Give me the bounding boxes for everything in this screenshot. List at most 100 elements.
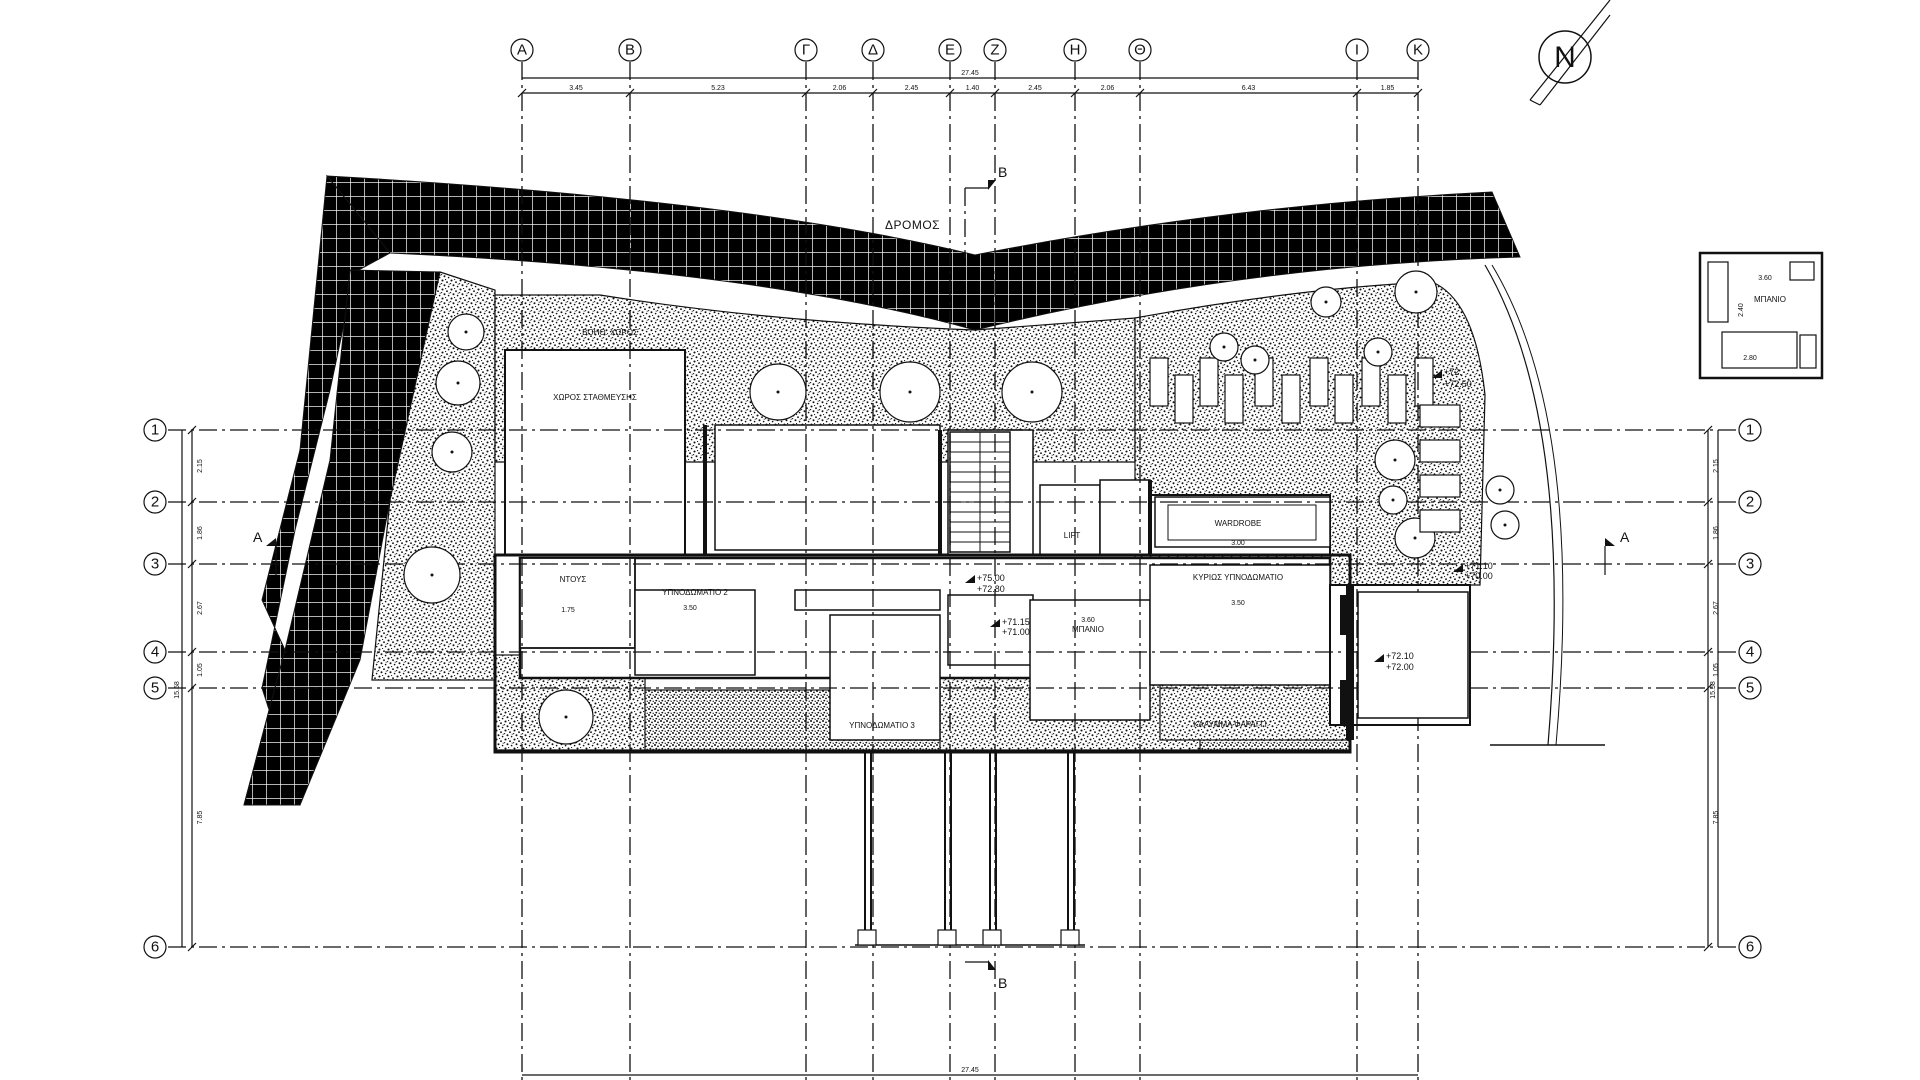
tree-trunk [1503,523,1507,527]
grid-row-label: 5 [151,680,159,697]
room-bathroom: ΜΠΑΝΙΟ [1072,625,1104,634]
room-wardrobe: WARDROBE [1215,519,1262,528]
grid-row-label: 4 [151,644,159,661]
trees [403,270,1520,745]
dim-tick [1703,425,1713,435]
parking-bay [1387,374,1407,424]
room-storage: ΧΩΡΟΣ ΣΤΑΘΜΕΥΣΗΣ [553,393,637,402]
row-chain-text: 2.67 [1713,601,1720,615]
road-label: ΔΡΟΜΟΣ [885,218,940,232]
chain-dim-text: 6.43 [1242,85,1256,92]
inset-dim-top: 3.60 [1758,275,1772,282]
dim-tick [1703,647,1713,657]
grid-column-label: H [1070,42,1081,59]
grid-row-bubble [1738,640,1762,664]
row-chain-text: 7.85 [1713,811,1720,825]
tree-trunk [450,450,454,454]
grid-column-label: B [625,42,635,59]
staircase [949,431,1011,553]
grid-row-label: 1 [1746,422,1754,439]
deck-area [1340,264,1605,746]
dim-wardrobe: 3.00 [1231,540,1245,547]
grid-row-label: 3 [151,556,159,573]
grid-column-bubble [861,38,885,62]
parking-bay [1199,357,1219,407]
level-main: +75.00 [977,573,1005,583]
room-bedroom2: ΥΠΝΟΔΩΜΑΤΙΟ 2 [662,588,728,597]
row-chain-text: 2.15 [197,459,204,473]
tree-trunk [1498,488,1502,492]
row-chain-text: 2.15 [1713,459,1720,473]
level-right: +71.10 [1465,561,1493,571]
grid-column-bubble [1345,38,1369,62]
grid-column-label: Θ [1134,42,1146,59]
chain-dim-text: 2.45 [1028,85,1042,92]
level-annotations: +75.00 +72.80 +71.15 +71.00 +71.10 +70.0… [965,367,1493,672]
grid-column-label: Δ [868,42,878,59]
section-a-left: A [253,529,263,545]
grid-row-bubble [1738,935,1762,959]
parking-bays [1149,357,1434,424]
parking-bay [1334,374,1354,424]
dim-master: 3.50 [1231,600,1245,607]
total-dim-text: 27.45 [961,1067,979,1074]
dim-shower: 1.75 [561,607,575,614]
row-total-text: 15.58 [174,681,181,699]
tree-trunk [1413,536,1417,540]
grid-column-bubble [1128,38,1152,62]
dim-tick [187,497,197,507]
room-labels: ΧΩΡΟΣ ΣΤΑΘΜΕΥΣΗΣ ΒΟΗΘ. ΧΩΡΟΣ ΝΤΟΥΣ 1.75 … [553,328,1283,730]
section-b-top: B [998,164,1007,180]
grid-column-bubble [938,38,962,62]
dim-tick [625,88,635,98]
room-aux: ΒΟΗΘ. ΧΩΡΟΣ [582,328,638,337]
dim-tick [1703,559,1713,569]
grid-column-bubble [1406,38,1430,62]
parking-bay [1174,374,1194,424]
dim-tick [1703,683,1713,693]
room-bedroom3: ΥΠΝΟΔΩΜΑΤΙΟ 3 [849,721,915,730]
dim-tick [187,425,197,435]
grid-column-label: E [945,42,955,59]
row-chain-text: 1.05 [1713,663,1720,677]
room-shower: ΝΤΟΥΣ [560,575,587,584]
level-deck: +72.10 [1386,651,1414,661]
tree-trunk [1222,345,1226,349]
row-chain-text: 2.67 [197,601,204,615]
dim-tick [187,559,197,569]
total-dim-text: 27.45 [961,70,979,77]
grid-row-bubble [143,490,167,514]
grid-row-bubble [1738,676,1762,700]
parking-bay [1224,374,1244,424]
north-label: N [1554,41,1576,74]
chain-dim-text: 1.85 [1381,85,1395,92]
level-mid-sub: +71.00 [1002,627,1030,637]
inset-room-label: ΜΠΑΝΙΟ [1754,295,1786,304]
grid-column-label: Γ [802,42,810,59]
tree-trunk [1253,358,1257,362]
level-top-right: +72. [1444,367,1462,377]
grid-row-bubble [143,418,167,442]
grid-row-label: 6 [1746,939,1754,956]
grid-row-label: 1 [151,422,159,439]
grid-column-bubble [794,38,818,62]
chain-dim-text: 2.06 [833,85,847,92]
dim-tick [1070,88,1080,98]
row-chain-text: 1.86 [1713,526,1720,540]
dim-tick [990,88,1000,98]
tree-trunk [1376,350,1380,354]
level-top-right-sub: +72.50 [1444,379,1472,389]
grid-row-bubble [1738,490,1762,514]
tree-trunk [456,381,460,385]
grid-column-bubble [510,38,534,62]
grid-row-label: 5 [1746,680,1754,697]
tree-trunk [1393,458,1397,462]
road-band [325,175,1521,331]
dim-tick [1352,88,1362,98]
dim-tick [801,88,811,98]
dim-tick [1703,497,1713,507]
row-total-text: 15.58 [1710,681,1717,699]
level-main-sub: +72.80 [977,584,1005,594]
grid-column-label: A [517,42,527,59]
